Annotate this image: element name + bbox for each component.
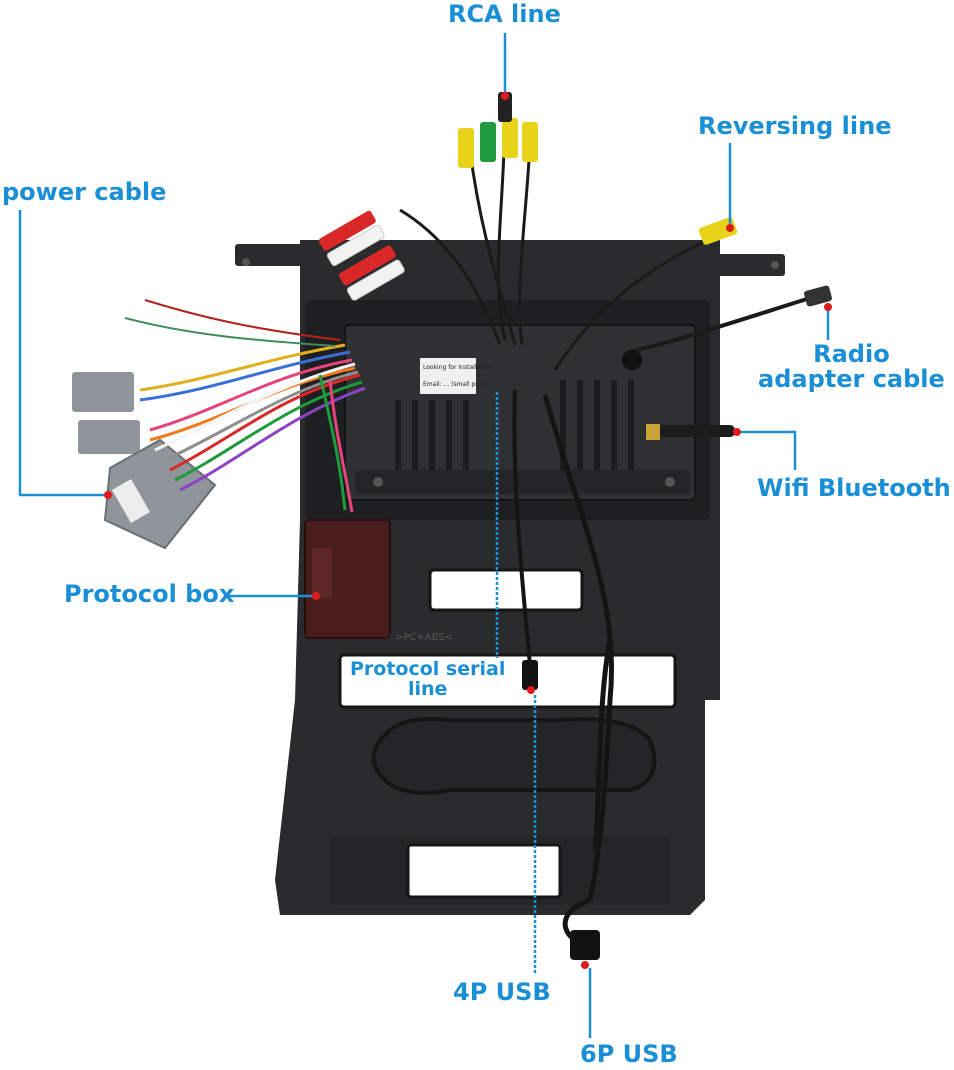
reversing-marker — [726, 224, 734, 232]
radio-adapter-plug — [622, 285, 832, 370]
sticker-line-2: Email: ... (small print) — [423, 381, 488, 388]
rca-bundle — [318, 92, 538, 346]
protocol-box-unit — [304, 519, 391, 639]
label-6p-usb: 6P USB — [580, 1040, 678, 1068]
label-radio-adapter-cable: Radio adapter cable — [758, 340, 945, 394]
sticker-line-1: Looking for Installation — [423, 364, 492, 371]
wifi-marker — [733, 428, 741, 436]
power-harness — [72, 299, 366, 550]
callouts — [18, 33, 830, 1038]
label-power-cable: power cable — [2, 178, 167, 206]
usb4p-marker — [527, 687, 533, 693]
label-protocol-box: Protocol box — [64, 580, 235, 608]
radio-marker — [824, 303, 832, 311]
label-rca-line: RCA line — [448, 0, 561, 28]
label-protocol-serial-line: Protocol serial line — [350, 658, 506, 700]
label-4p-usb: 4P USB — [453, 978, 551, 1006]
reversing-plug — [553, 217, 738, 371]
marker-dots — [104, 92, 832, 969]
power-marker — [104, 491, 112, 499]
label-reversing-line: Reversing line — [698, 112, 892, 140]
usb-cables — [512, 389, 615, 960]
usb6p-marker — [581, 961, 589, 969]
label-wifi-bluetooth: Wifi Bluetooth — [757, 474, 951, 502]
mold-mark: >PC+ABS< — [395, 632, 453, 643]
wifi-antenna — [645, 424, 735, 440]
rca-marker — [501, 92, 509, 100]
protocol-box-marker — [312, 592, 320, 600]
